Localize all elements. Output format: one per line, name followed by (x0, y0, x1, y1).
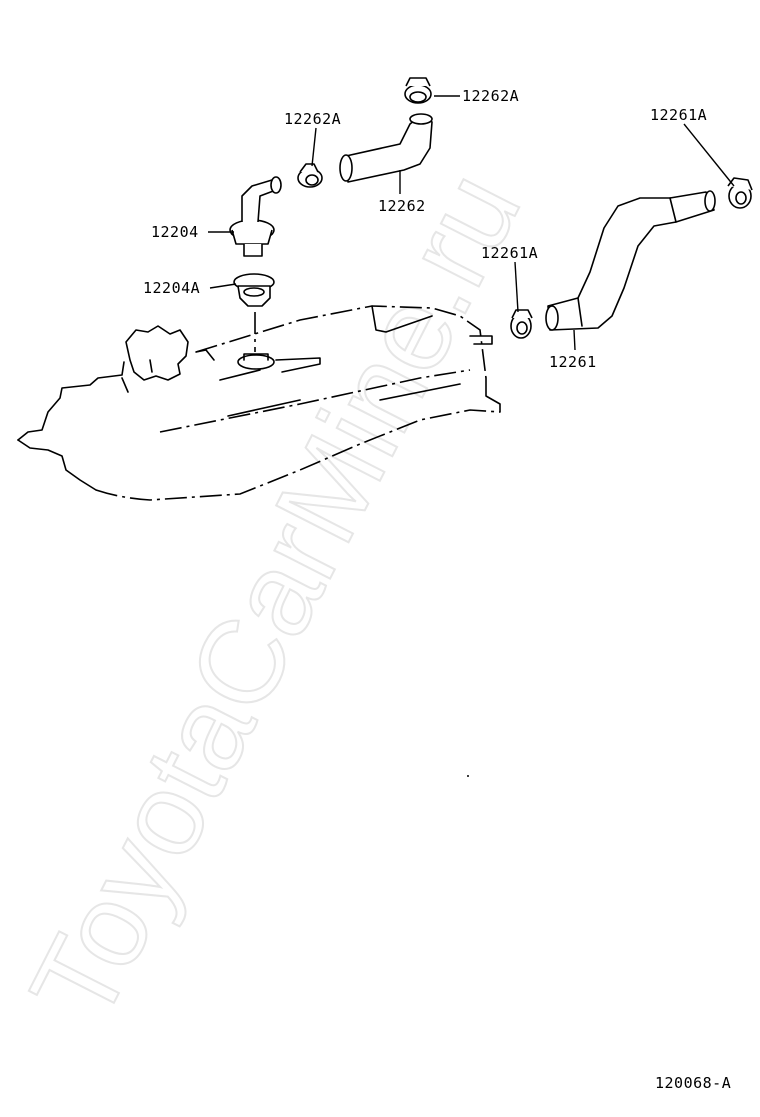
callout-12262: 12262 (378, 197, 426, 215)
stray-dot (467, 775, 469, 777)
callout-12204A: 12204A (143, 279, 200, 297)
leader-c5 (209, 283, 237, 289)
watermark: ToyotaCarMine.ru (6, 152, 546, 1042)
hose-12261 (545, 190, 716, 331)
clamp-12261A-upper (727, 177, 753, 209)
callout-12262A-lower: 12262A (284, 110, 341, 128)
callout-12204: 12204 (151, 223, 199, 241)
leader-c6 (514, 261, 519, 313)
callout-12261A-upper: 12261A (650, 106, 707, 124)
cylinder-head-cover (17, 305, 501, 501)
hose-12262 (339, 113, 433, 183)
leader-c7 (683, 123, 735, 187)
diagram-code: 120068-A (655, 1074, 731, 1092)
callout-12261A-lower: 12261A (481, 244, 538, 262)
callout-12261: 12261 (549, 353, 597, 371)
pcv-valve-12204 (229, 176, 282, 257)
clamp-12261A-lower (510, 309, 533, 339)
callout-12262A-upper: 12262A (462, 87, 519, 105)
clamp-12262A-upper (404, 77, 432, 104)
clamp-12262A-lower (297, 163, 323, 188)
leader-c2 (311, 127, 317, 167)
grommet-12204A (233, 273, 275, 307)
leader-c8 (573, 329, 576, 351)
